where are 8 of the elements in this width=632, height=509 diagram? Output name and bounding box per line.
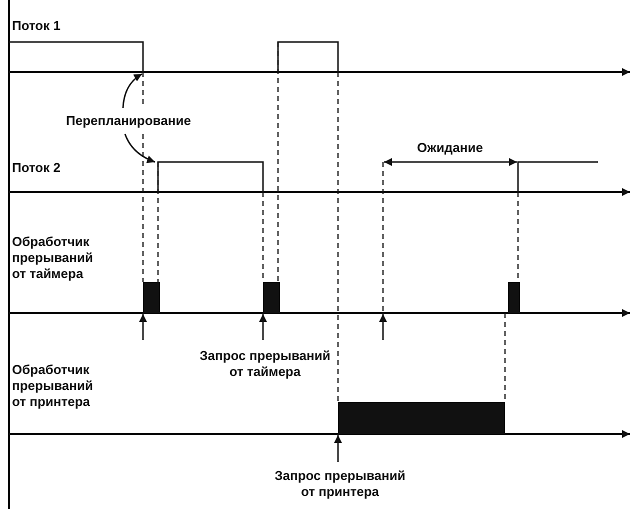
dimension-label: Ожидание <box>416 140 484 156</box>
signal-label: Поток 2 <box>12 160 62 176</box>
signal-label: Обработчик прерываний от принтера <box>12 362 94 410</box>
signal-label: Поток 1 <box>12 18 62 34</box>
annotation-label: Запрос прерываний от принтера <box>274 468 406 500</box>
annotation-label: Запрос прерываний от таймера <box>198 348 332 380</box>
annotation-label: Перепланирование <box>66 113 192 129</box>
signal-label: Обработчик прерываний от таймера <box>12 234 94 282</box>
